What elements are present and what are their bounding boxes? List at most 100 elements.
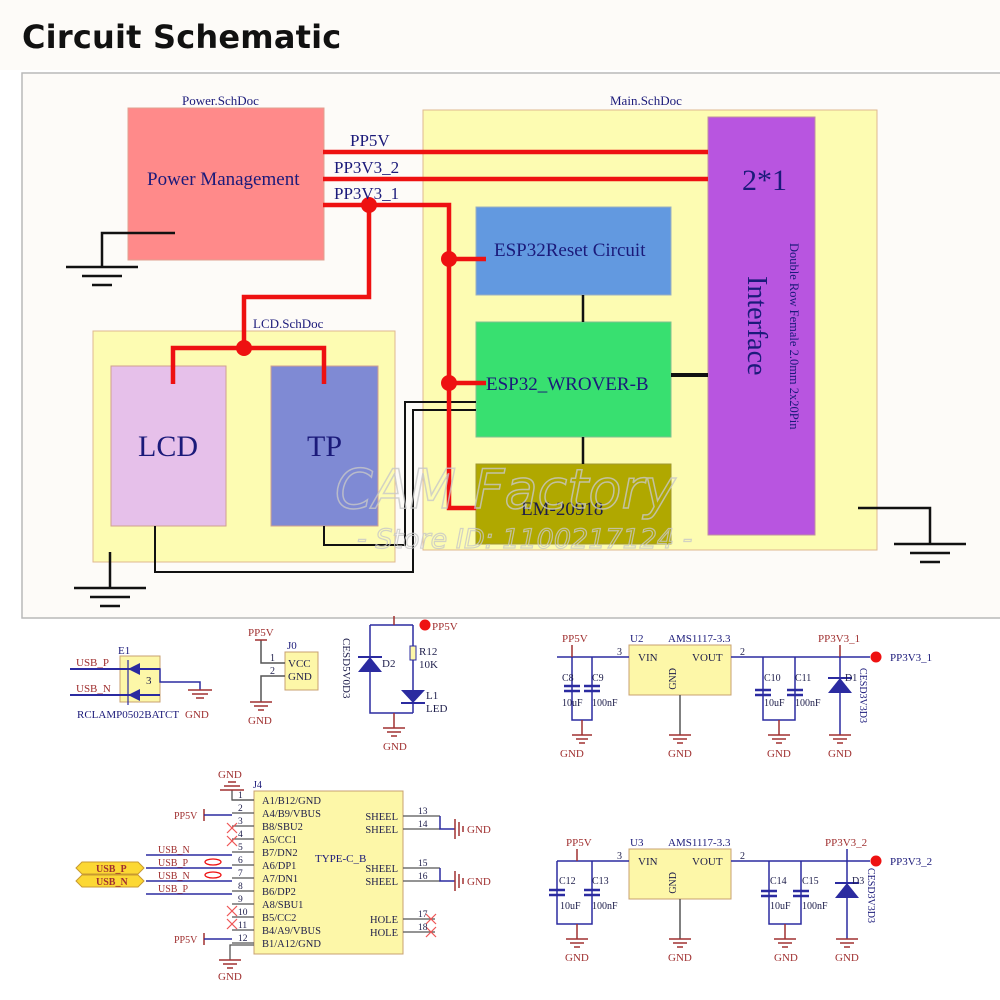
j4-pin-number: 7 xyxy=(238,869,243,879)
j4-right-pin-number: 13 xyxy=(418,807,428,817)
j4-ref: J4 xyxy=(253,780,262,791)
j4-pin-name: B1/A12/GND xyxy=(262,939,321,950)
u3-output-label: PP3V3_2 xyxy=(825,837,867,849)
c11-ref: C11 xyxy=(795,673,811,684)
e1-pin3: 3 xyxy=(146,675,152,687)
j4-power-bottom: PP5V xyxy=(174,935,198,946)
esp32-reset-label: ESP32Reset Circuit xyxy=(494,240,646,261)
lcd-block[interactable] xyxy=(110,365,227,527)
e1-gnd: GND xyxy=(185,709,209,721)
j4-shield-gnd-2: GND xyxy=(467,876,491,888)
interface-subtitle: Double Row Female 2.0mm 2x20Pin xyxy=(787,243,801,430)
j4-net-pin8: USB_P xyxy=(158,884,188,895)
d1-part: CESD3V3D3 xyxy=(857,668,868,723)
u3-gnd-1: GND xyxy=(565,952,589,964)
u3-pin-in: 3 xyxy=(617,851,622,862)
d2-part: CESD5V0D3 xyxy=(340,638,352,699)
u3-gnd-3: GND xyxy=(774,952,798,964)
j4-shield-gnd-1: GND xyxy=(467,824,491,836)
j4-right-pin-name: SHEEL xyxy=(365,877,398,888)
j0-pin2-name: GND xyxy=(288,671,312,683)
j4-right-pin-name: HOLE xyxy=(370,928,398,939)
u2-gnd-2: GND xyxy=(668,748,692,760)
u2-output-label: PP3V3_1 xyxy=(818,633,860,645)
ground-symbol-power xyxy=(66,231,175,287)
led-circuit[interactable] xyxy=(358,616,431,737)
j0-pin1-num: 1 xyxy=(270,653,275,664)
j4-pin-name: B7/DN2 xyxy=(262,848,298,859)
d2-ref: D2 xyxy=(382,658,395,670)
r12-value: 10K xyxy=(419,659,438,671)
power-management-label: Power Management xyxy=(147,169,300,190)
j4-usb-type-c[interactable] xyxy=(75,781,464,969)
r12-ref: R12 xyxy=(419,646,437,658)
em-20918-label: EM-20918 xyxy=(521,499,603,520)
u3-ref: U3 xyxy=(630,837,644,849)
j4-pin-number: 10 xyxy=(238,908,248,918)
u3-part: AMS1117-3.3 xyxy=(668,837,731,849)
interface-block[interactable] xyxy=(707,116,816,536)
page-title: Circuit Schematic xyxy=(22,18,342,56)
c10-ref: C10 xyxy=(764,673,781,684)
usb-p-port[interactable]: USB_P xyxy=(96,864,127,875)
j0-ref: J0 xyxy=(287,640,297,652)
j4-pin-number: 9 xyxy=(238,895,243,905)
j4-pin-name: B4/A9/VBUS xyxy=(262,926,321,937)
u2-pin-out: 2 xyxy=(740,647,745,658)
c15-ref: C15 xyxy=(802,876,819,887)
j4-net-pin5: USB_N xyxy=(158,845,190,856)
j4-pin-name: B6/DP2 xyxy=(262,887,296,898)
j4-pin-number: 5 xyxy=(238,843,243,853)
interface-label: Interface xyxy=(741,276,772,375)
u3-output-port: PP3V3_2 xyxy=(890,856,932,868)
j0-connector[interactable] xyxy=(250,639,319,711)
u3-input-net: PP5V xyxy=(566,837,592,849)
c14-ref: C14 xyxy=(770,876,787,887)
lcd-label: LCD xyxy=(138,430,198,463)
u2-pin-in: 3 xyxy=(617,647,622,658)
esp32-reset-block[interactable] xyxy=(475,206,672,296)
u2-gnd-3: GND xyxy=(767,748,791,760)
c10-value: 10uF xyxy=(764,698,785,709)
em-20918-block[interactable] xyxy=(475,463,672,545)
e1-rclamp[interactable] xyxy=(70,655,212,705)
j4-right-pin-name: SHEEL xyxy=(365,812,398,823)
watermark-line2: - Store ID: 1100217124 - xyxy=(357,524,692,555)
esp32-wrover-label: ESP32_WROVER-B xyxy=(486,374,649,395)
u3-pin-out: 2 xyxy=(740,851,745,862)
c9-ref: C9 xyxy=(592,673,604,684)
e1-part: RCLAMP0502BATCT xyxy=(77,709,179,721)
c12-ref: C12 xyxy=(559,876,576,887)
junction-dots xyxy=(236,197,457,391)
u2-regulator[interactable] xyxy=(557,644,882,744)
j4-pin-number: 11 xyxy=(238,921,247,931)
j4-right-pin-number: 14 xyxy=(418,820,428,830)
u2-ref: U2 xyxy=(630,633,643,645)
net-label-pp5v: PP5V xyxy=(350,131,390,150)
c15-value: 100nF xyxy=(802,901,828,912)
j4-pin-name: A6/DP1 xyxy=(262,861,296,872)
j4-pin-name: A5/CC1 xyxy=(262,835,297,846)
j4-pin-number: 12 xyxy=(238,934,248,944)
esp32-wrover-block[interactable] xyxy=(475,321,672,438)
j4-pin-number: 6 xyxy=(238,856,243,866)
u3-vout: VOUT xyxy=(692,856,723,868)
tp-block[interactable] xyxy=(270,365,379,527)
u3-regulator[interactable] xyxy=(549,848,882,948)
usb-n-port[interactable]: USB_N xyxy=(96,877,128,888)
j4-right-pin-name: SHEEL xyxy=(365,864,398,875)
c13-value: 100nF xyxy=(592,901,618,912)
c9-value: 100nF xyxy=(592,698,618,709)
power-management-block[interactable] xyxy=(127,107,325,261)
led-power: PP5V xyxy=(432,621,458,633)
u2-output-port: PP3V3_1 xyxy=(890,652,932,664)
ground-symbol-main xyxy=(858,506,966,564)
d3-part: CESD3V3D3 xyxy=(865,868,876,923)
j4-part: TYPE-C_B xyxy=(315,853,366,865)
j0-power: PP5V xyxy=(248,627,274,639)
ground-symbol-lcd xyxy=(74,552,146,608)
j4-pin-name: A1/B12/GND xyxy=(262,796,321,807)
interface-2x1-label: 2*1 xyxy=(742,164,787,197)
watermark-line1: CAM Factory xyxy=(335,458,677,521)
